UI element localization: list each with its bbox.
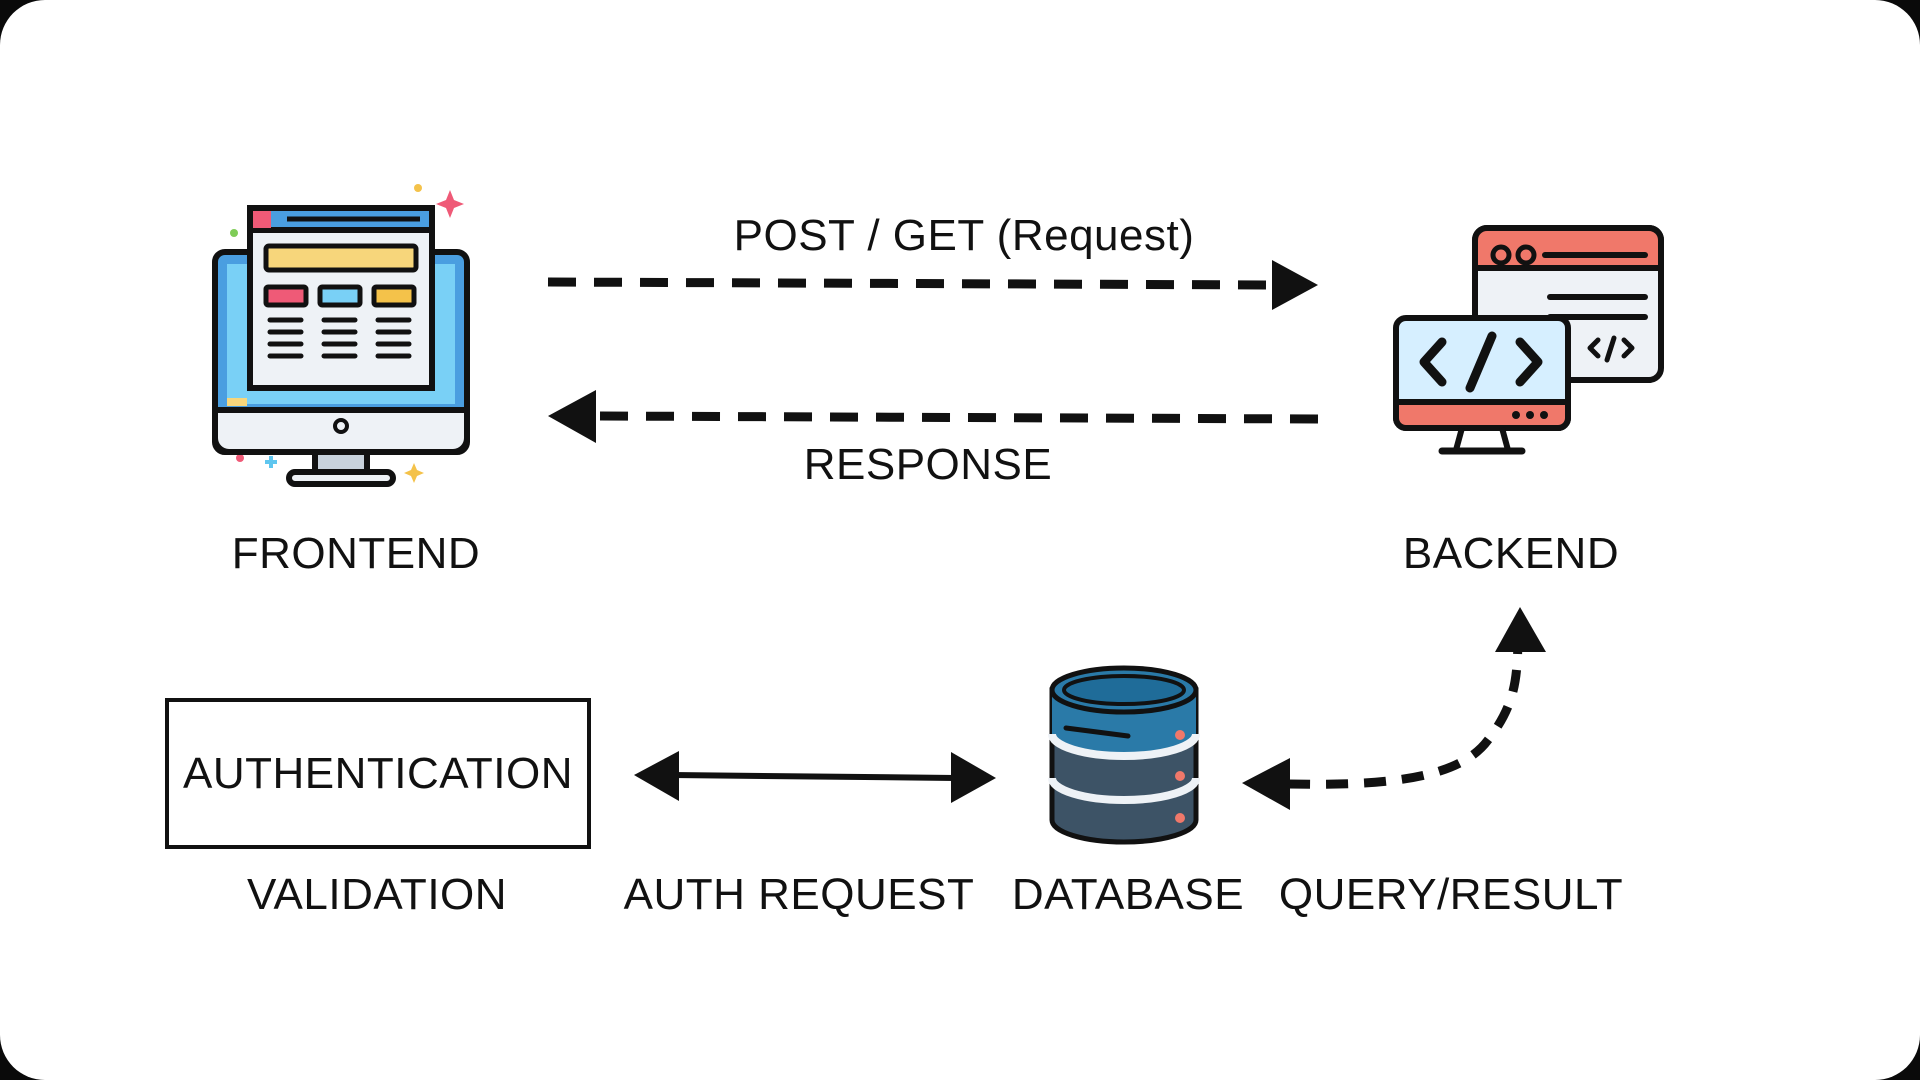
response-arrow [548, 390, 1319, 443]
frontend-label: FRONTEND [231, 529, 481, 578]
auth-request-edge-label: AUTH REQUEST [623, 870, 975, 919]
database-stack-icon [1048, 665, 1200, 845]
request-arrow [547, 260, 1318, 310]
response-edge-label: RESPONSE [803, 440, 1053, 489]
query-result-edge-label: QUERY/RESULT [1278, 870, 1624, 919]
query-result-arrow [1242, 607, 1546, 810]
backend-label: BACKEND [1402, 529, 1620, 578]
monitor-webpage-icon [212, 184, 470, 487]
auth-request-arrow [634, 751, 996, 803]
database-label: DATABASE [1011, 870, 1245, 919]
authentication-node: AUTHENTICATION [165, 698, 591, 849]
request-edge-label: POST / GET (Request) [733, 211, 1195, 260]
validation-label: VALIDATION [246, 870, 508, 919]
code-windows-icon [1393, 225, 1664, 455]
authentication-label: AUTHENTICATION [183, 748, 573, 798]
